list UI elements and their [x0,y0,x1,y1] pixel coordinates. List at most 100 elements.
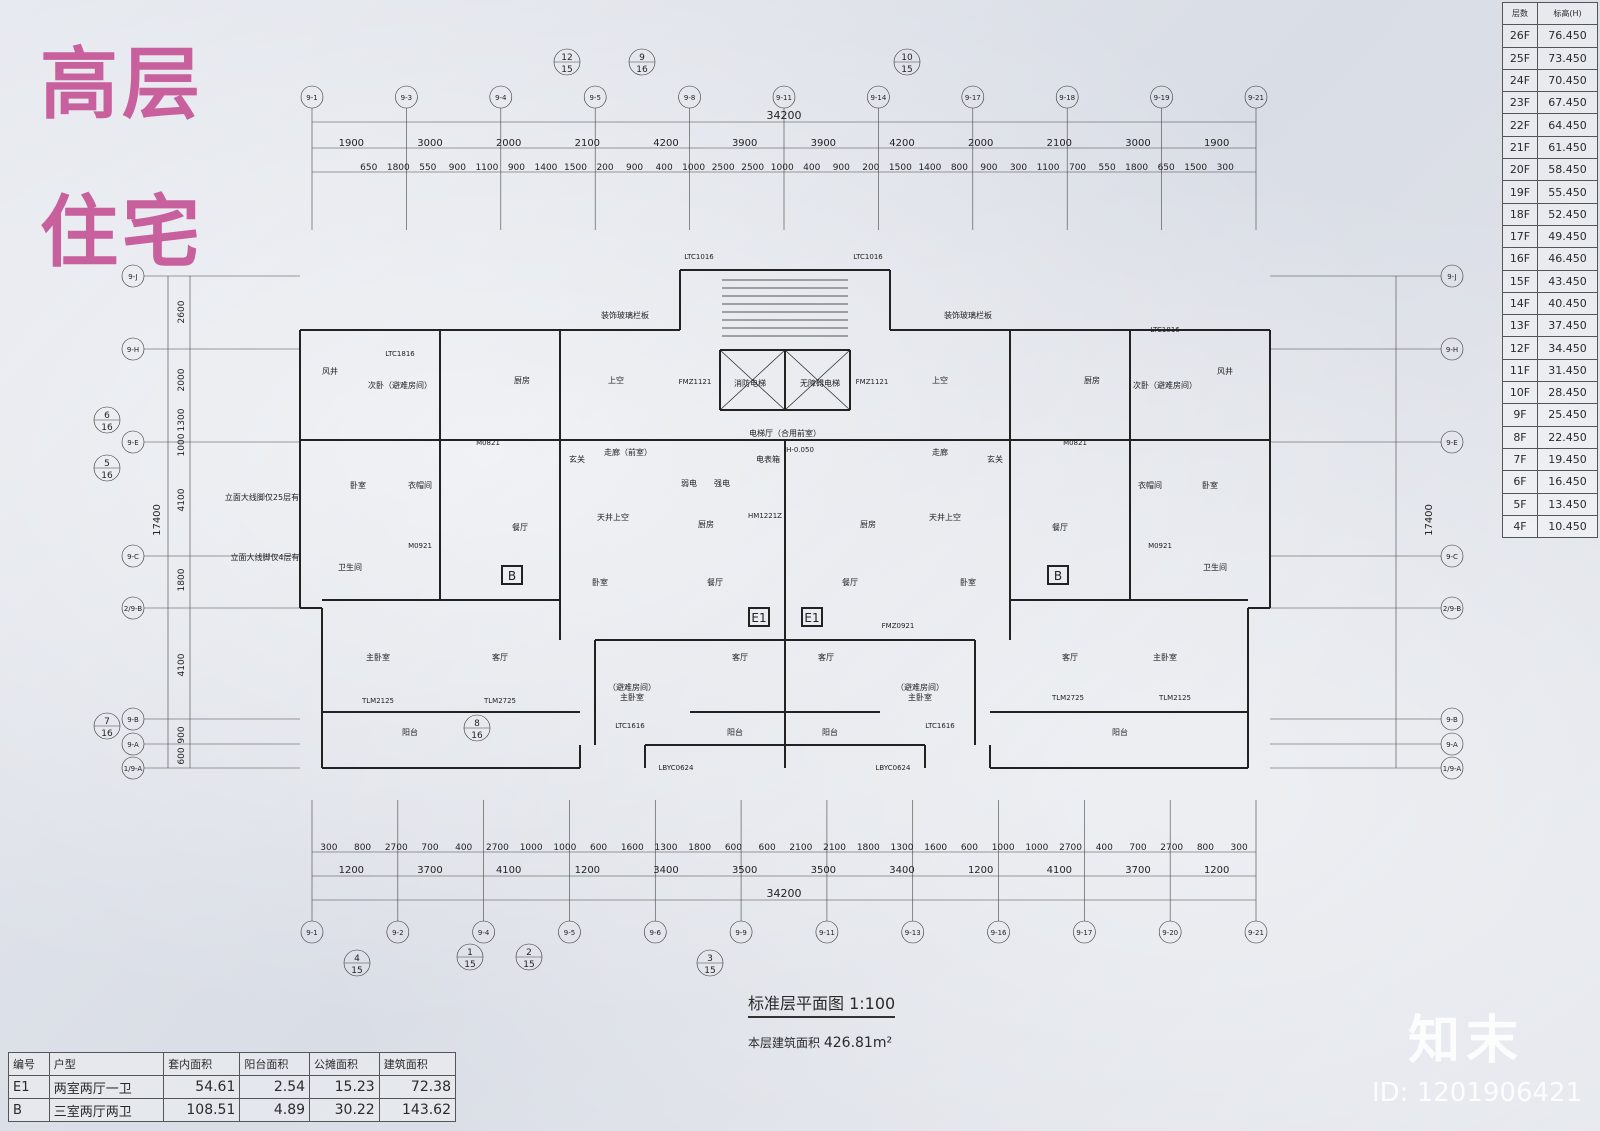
door-label: M0921 [1148,542,1172,550]
room-label: 阳台 [1112,727,1128,737]
dimension-value: 1300 [891,843,914,853]
room-label: 卧室 [1202,480,1218,490]
elevation-height: 16.450 [1536,470,1599,494]
door-label: LTC1016 [684,253,714,261]
unit-cell: B [8,1098,50,1122]
elevation-floor: 17F [1502,224,1538,249]
dimension-value: 1200 [968,865,993,876]
axis-label: 9-20 [1162,929,1178,937]
dimension-value: 3500 [732,865,757,876]
dimension-value: 800 [951,163,968,173]
room-label: 主卧室 [366,652,390,662]
dimension-value: 2000 [177,368,187,391]
axis-label: 9-1 [306,929,317,937]
unit-marker-box [1047,565,1069,585]
axis-label: 9-14 [870,94,886,102]
room-label: 阳台 [822,727,838,737]
dimension-value: 1100 [1037,163,1060,173]
dimension-value: 3000 [417,138,442,149]
dimension-value: 900 [833,163,850,173]
axis-label: 9-H [1446,346,1458,354]
dimension-value: 1300 [177,408,187,431]
elevation-height: 10.450 [1536,514,1599,539]
section-mark-number: 5 [104,459,110,469]
section-mark-number: 9 [639,53,645,63]
elevation-height: 76.450 [1536,24,1599,48]
axis-label: 9-18 [1059,94,1075,102]
unit-cell: 30.22 [309,1098,380,1122]
section-mark-sheet: 15 [351,966,362,976]
axis-label: 9-16 [991,929,1007,937]
unit-cell: E1 [8,1075,50,1099]
dimension-value: 1200 [575,865,600,876]
unit-marker-box [801,607,823,627]
unit-marker-box [748,607,770,627]
elevation-header-floor: 层数 [1502,1,1538,26]
axis-label: 9-9 [735,929,746,937]
dimension-value: 900 [177,726,187,743]
elevation-height: 13.450 [1536,492,1599,516]
dimension-value: 650 [360,163,377,173]
dimension-value: 400 [803,163,820,173]
elevation-height: 34.450 [1536,336,1599,360]
axis-label: 9-5 [589,94,600,102]
axis-label: 2/9-B [1443,605,1462,613]
door-label: FMZ1121 [856,378,889,386]
dimension-value: 1800 [688,843,711,853]
section-mark-sheet: 15 [464,960,475,970]
dimension-value: 800 [354,843,371,853]
room-label: 上空 [608,375,624,385]
elevation-floor: 22F [1502,113,1538,137]
dimension-value: 400 [656,163,673,173]
room-label: 餐厅 [1052,523,1068,532]
room-label: 卧室 [960,577,976,587]
dimension-value: 3500 [811,865,836,876]
unit-marker: B [508,569,516,583]
dimension-value: 2500 [712,163,735,173]
room-label: 衣帽间 [408,480,432,490]
room-label: 主卧室 [908,692,932,702]
room-label: 装饰玻璃栏板 [944,310,992,320]
door-label: HM1221Z [748,512,782,520]
room-label: 餐厅 [842,578,858,587]
elevation-height: 52.450 [1536,202,1599,226]
unit-cell: 15.23 [309,1075,380,1099]
section-mark-number: 3 [707,954,713,964]
elevation-floor: 14F [1502,291,1538,316]
dimension-total: 17400 [1424,504,1435,536]
unit-marker: B [1054,569,1062,583]
door-label: LTC1616 [615,722,645,730]
axis-label: 9-21 [1248,94,1264,102]
unit-cell: 72.38 [378,1075,457,1099]
unit-cell: 4.89 [239,1098,311,1122]
dimension-value: 2700 [486,843,509,853]
elevation-floor: 13F [1502,314,1538,338]
unit-header-inner-area: 套内面积 [163,1052,241,1076]
room-label: 天井上空 [929,512,961,522]
elevation-height: 61.450 [1536,135,1599,160]
dimension-value: 600 [759,843,776,853]
room-label: 主卧室 [1153,652,1177,662]
room-label: 天井上空 [597,512,629,522]
dimension-value: 200 [862,163,879,173]
room-label: 阳台 [402,727,418,737]
elevation-floor: 11F [1502,358,1538,383]
dimension-value: 2100 [575,138,600,149]
dimension-value: 2500 [741,163,764,173]
section-mark-sheet: 15 [523,960,534,970]
unit-cell: 143.62 [378,1098,457,1122]
section-mark-sheet: 16 [471,731,483,741]
unit-cell: 两室两厅一卫 [48,1075,165,1099]
